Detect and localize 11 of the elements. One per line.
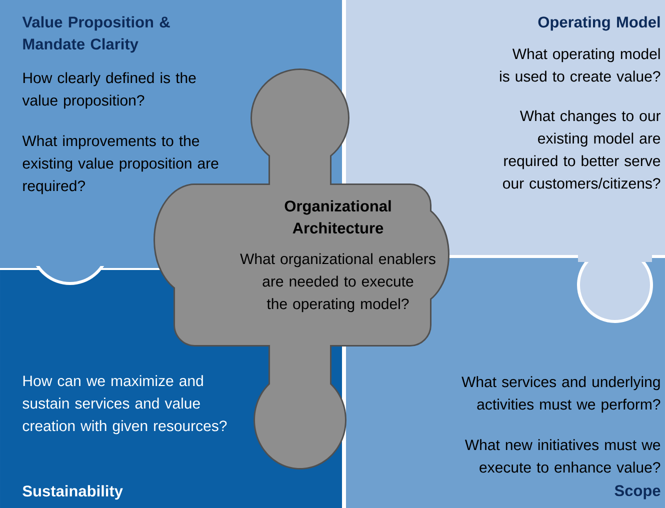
heading: Operating Model [538, 16, 660, 31]
heading: Scope [614, 485, 660, 500]
question-text: What new initiatives must we execute to enhance value? [464, 439, 660, 473]
question-text: What operating model is used to create value? [500, 48, 660, 82]
question-text: What improvements to the existing value proposition are required? [22, 135, 218, 194]
heading: Sustainability [22, 485, 123, 500]
question-text: How clearly defined is the value proposition? [22, 72, 196, 109]
question-text: What services and underlying activities must we perform? [462, 376, 660, 413]
question-text: How can we maximize and sustain services and value creation with given resources? [22, 375, 227, 434]
question-text: What changes to our existing model are required to better serve our customers/citizens? [503, 110, 660, 189]
heading: Value Proposition & Mandate Clarity [22, 16, 170, 53]
